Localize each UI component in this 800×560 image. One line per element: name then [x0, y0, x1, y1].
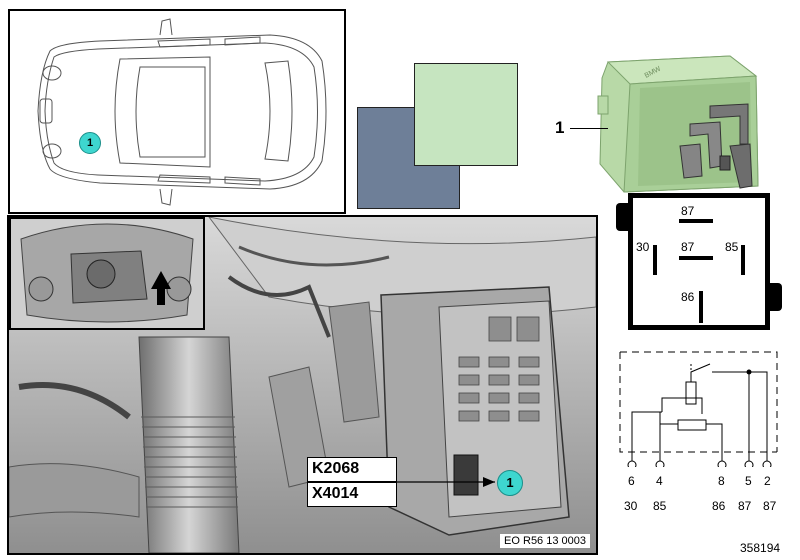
- relay-code-label: K2068: [312, 460, 360, 477]
- terminal-code-1: 30: [624, 499, 638, 513]
- diagram-number: 358194: [740, 541, 781, 555]
- engine-overview-illustration: [11, 219, 203, 328]
- pin-number-2: 4: [656, 474, 663, 488]
- connector-code-label: X4014: [312, 485, 359, 502]
- relay-code-box: K2068: [307, 457, 397, 482]
- engine-location-marker: 1: [497, 470, 523, 496]
- relay-leader: [570, 128, 608, 129]
- schematic-pin-numbers: 6 4 8 5 2: [624, 474, 784, 490]
- pin-number-3: 8: [718, 474, 725, 488]
- pin-label-bottom: 86: [681, 290, 695, 304]
- pin-label-center: 87: [681, 240, 695, 254]
- car-location-panel: 1: [8, 9, 346, 214]
- color-swatch-green: [414, 63, 518, 166]
- pin-number-5: 2: [764, 474, 771, 488]
- car-location-marker-label: 1: [86, 137, 94, 149]
- relay-schematic: [619, 351, 778, 467]
- terminal-code-3: 86: [712, 499, 726, 513]
- car-top-view-outline: [37, 18, 327, 206]
- pin-number-1: 6: [628, 474, 635, 488]
- pin-label-right: 85: [725, 240, 739, 254]
- pinout-tab-right: [770, 283, 782, 311]
- terminal-code-4: 87: [738, 499, 752, 513]
- relay-pinout-diagram: 87 30 87 85 86: [628, 193, 770, 330]
- pin-terminal-left: [653, 245, 657, 275]
- car-location-marker: 1: [79, 132, 101, 154]
- pin-label-left: 30: [636, 240, 650, 254]
- engine-bay-panel: K2068 X4014 1 EO R56 13 0003: [7, 215, 598, 555]
- pin-terminal-center: [679, 256, 713, 260]
- callout-leader-line: [397, 477, 495, 487]
- pin-terminal-bottom: [699, 291, 703, 323]
- pin-terminal-right: [741, 245, 745, 275]
- engine-bay-illustration: [9, 217, 596, 553]
- pin-number-4: 5: [745, 474, 752, 488]
- engine-location-marker-label: 1: [506, 475, 514, 490]
- pinout-tab-left: [616, 203, 628, 231]
- location-arrow-icon: [151, 271, 171, 305]
- relay-callout-number: 1: [555, 118, 565, 137]
- engine-overview-inset: [9, 217, 205, 330]
- figure-id-label: EO R56 13 0003: [500, 534, 590, 548]
- schematic-terminal-codes: 30 85 86 87 87: [624, 499, 784, 515]
- terminal-code-5: 87: [763, 499, 777, 513]
- pin-terminal-top: [679, 219, 713, 223]
- relay-photo: BMW: [597, 55, 759, 193]
- terminal-code-2: 85: [653, 499, 667, 513]
- connector-code-box: X4014: [307, 482, 397, 507]
- pin-label-top: 87: [681, 204, 695, 218]
